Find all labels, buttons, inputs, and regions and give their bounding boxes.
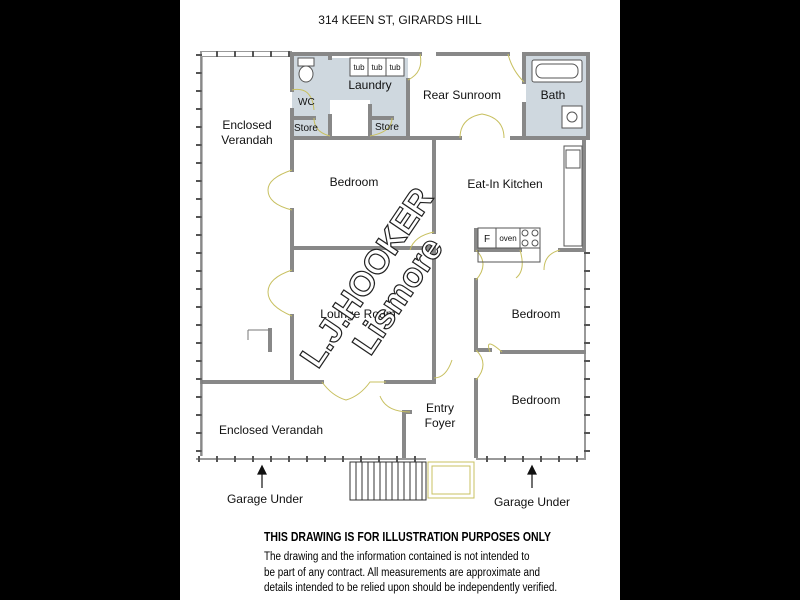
garage-arrows: [257, 464, 537, 488]
room-label-laundry: Laundry: [348, 78, 391, 92]
room-label-store-right: Store: [375, 122, 399, 133]
rail-bottom-left: [196, 456, 426, 462]
disclaimer-body: The drawing and the information containe…: [264, 550, 569, 597]
fridge-label: F: [484, 234, 490, 245]
watermark: L.J.HOOKER Lismore: [293, 180, 452, 375]
room-label-bedroom-2: Bedroom: [512, 307, 561, 321]
arrow-up-icon: [257, 464, 267, 475]
disclaimer-heading: THIS DRAWING IS FOR ILLUSTRATION PURPOSE…: [264, 530, 552, 544]
kitchen-bench: [563, 145, 583, 247]
walls: [200, 52, 590, 458]
room-label-enclosed-verandah-line1: Enclosed: [222, 118, 271, 132]
room-label-eat-in-kitchen: Eat-In Kitchen: [467, 177, 542, 191]
tub-label: tub: [371, 63, 383, 72]
front-stairs-icon: [349, 461, 475, 501]
garage-under-right-label: Garage Under: [494, 495, 570, 509]
toilet-bowl-icon: [298, 65, 314, 83]
toilet-cistern-icon: [297, 57, 315, 67]
laundry-tub-icon: [385, 57, 405, 77]
plan-title: 314 KEEN ST, GIRARDS HILL: [318, 13, 482, 27]
room-label-bedroom-1: Bedroom: [330, 175, 379, 189]
room-label-bedroom-3: Bedroom: [512, 393, 561, 407]
rail-left: [196, 51, 202, 461]
oven-label: oven: [499, 234, 516, 243]
bathtub-basin-icon: [535, 63, 579, 79]
room-label-entry-line1: Entry: [426, 401, 454, 415]
thin-walls: [201, 57, 270, 456]
room-label-enclosed-verandah-line2: Verandah: [221, 133, 272, 147]
room-label-wc: WC: [298, 97, 315, 108]
room-label-bath: Bath: [541, 88, 566, 102]
disclaimer-line: The drawing and the information containe…: [264, 551, 530, 563]
tub-label: tub: [353, 63, 365, 72]
tub-label: tub: [389, 63, 401, 72]
room-label-lounge-room: Lounge Room: [320, 307, 395, 321]
store-left-area: [292, 118, 330, 138]
wash-basin-bowl-icon: [566, 111, 578, 123]
arrow-up-icon: [527, 464, 537, 475]
rail-top-left: [196, 51, 292, 57]
door-swings: [267, 53, 561, 413]
room-label-entry-line2: Foyer: [425, 416, 456, 430]
room-label-store-left: Store: [294, 123, 318, 134]
room-label-rear-sunroom: Rear Sunroom: [423, 88, 501, 102]
rail-bottom-right: [476, 456, 590, 462]
disclaimer-line: details intended to be relied upon shoul…: [264, 582, 558, 594]
room-label-enclosed-verandah-bottom: Enclosed Verandah: [219, 423, 323, 437]
garage-under-left-label: Garage Under: [227, 492, 303, 506]
disclaimer-line: be part of any contract. All measurement…: [264, 566, 540, 579]
kitchen-sink-icon: [565, 149, 581, 169]
rail-right: [584, 250, 590, 460]
fixtures: [297, 57, 583, 263]
